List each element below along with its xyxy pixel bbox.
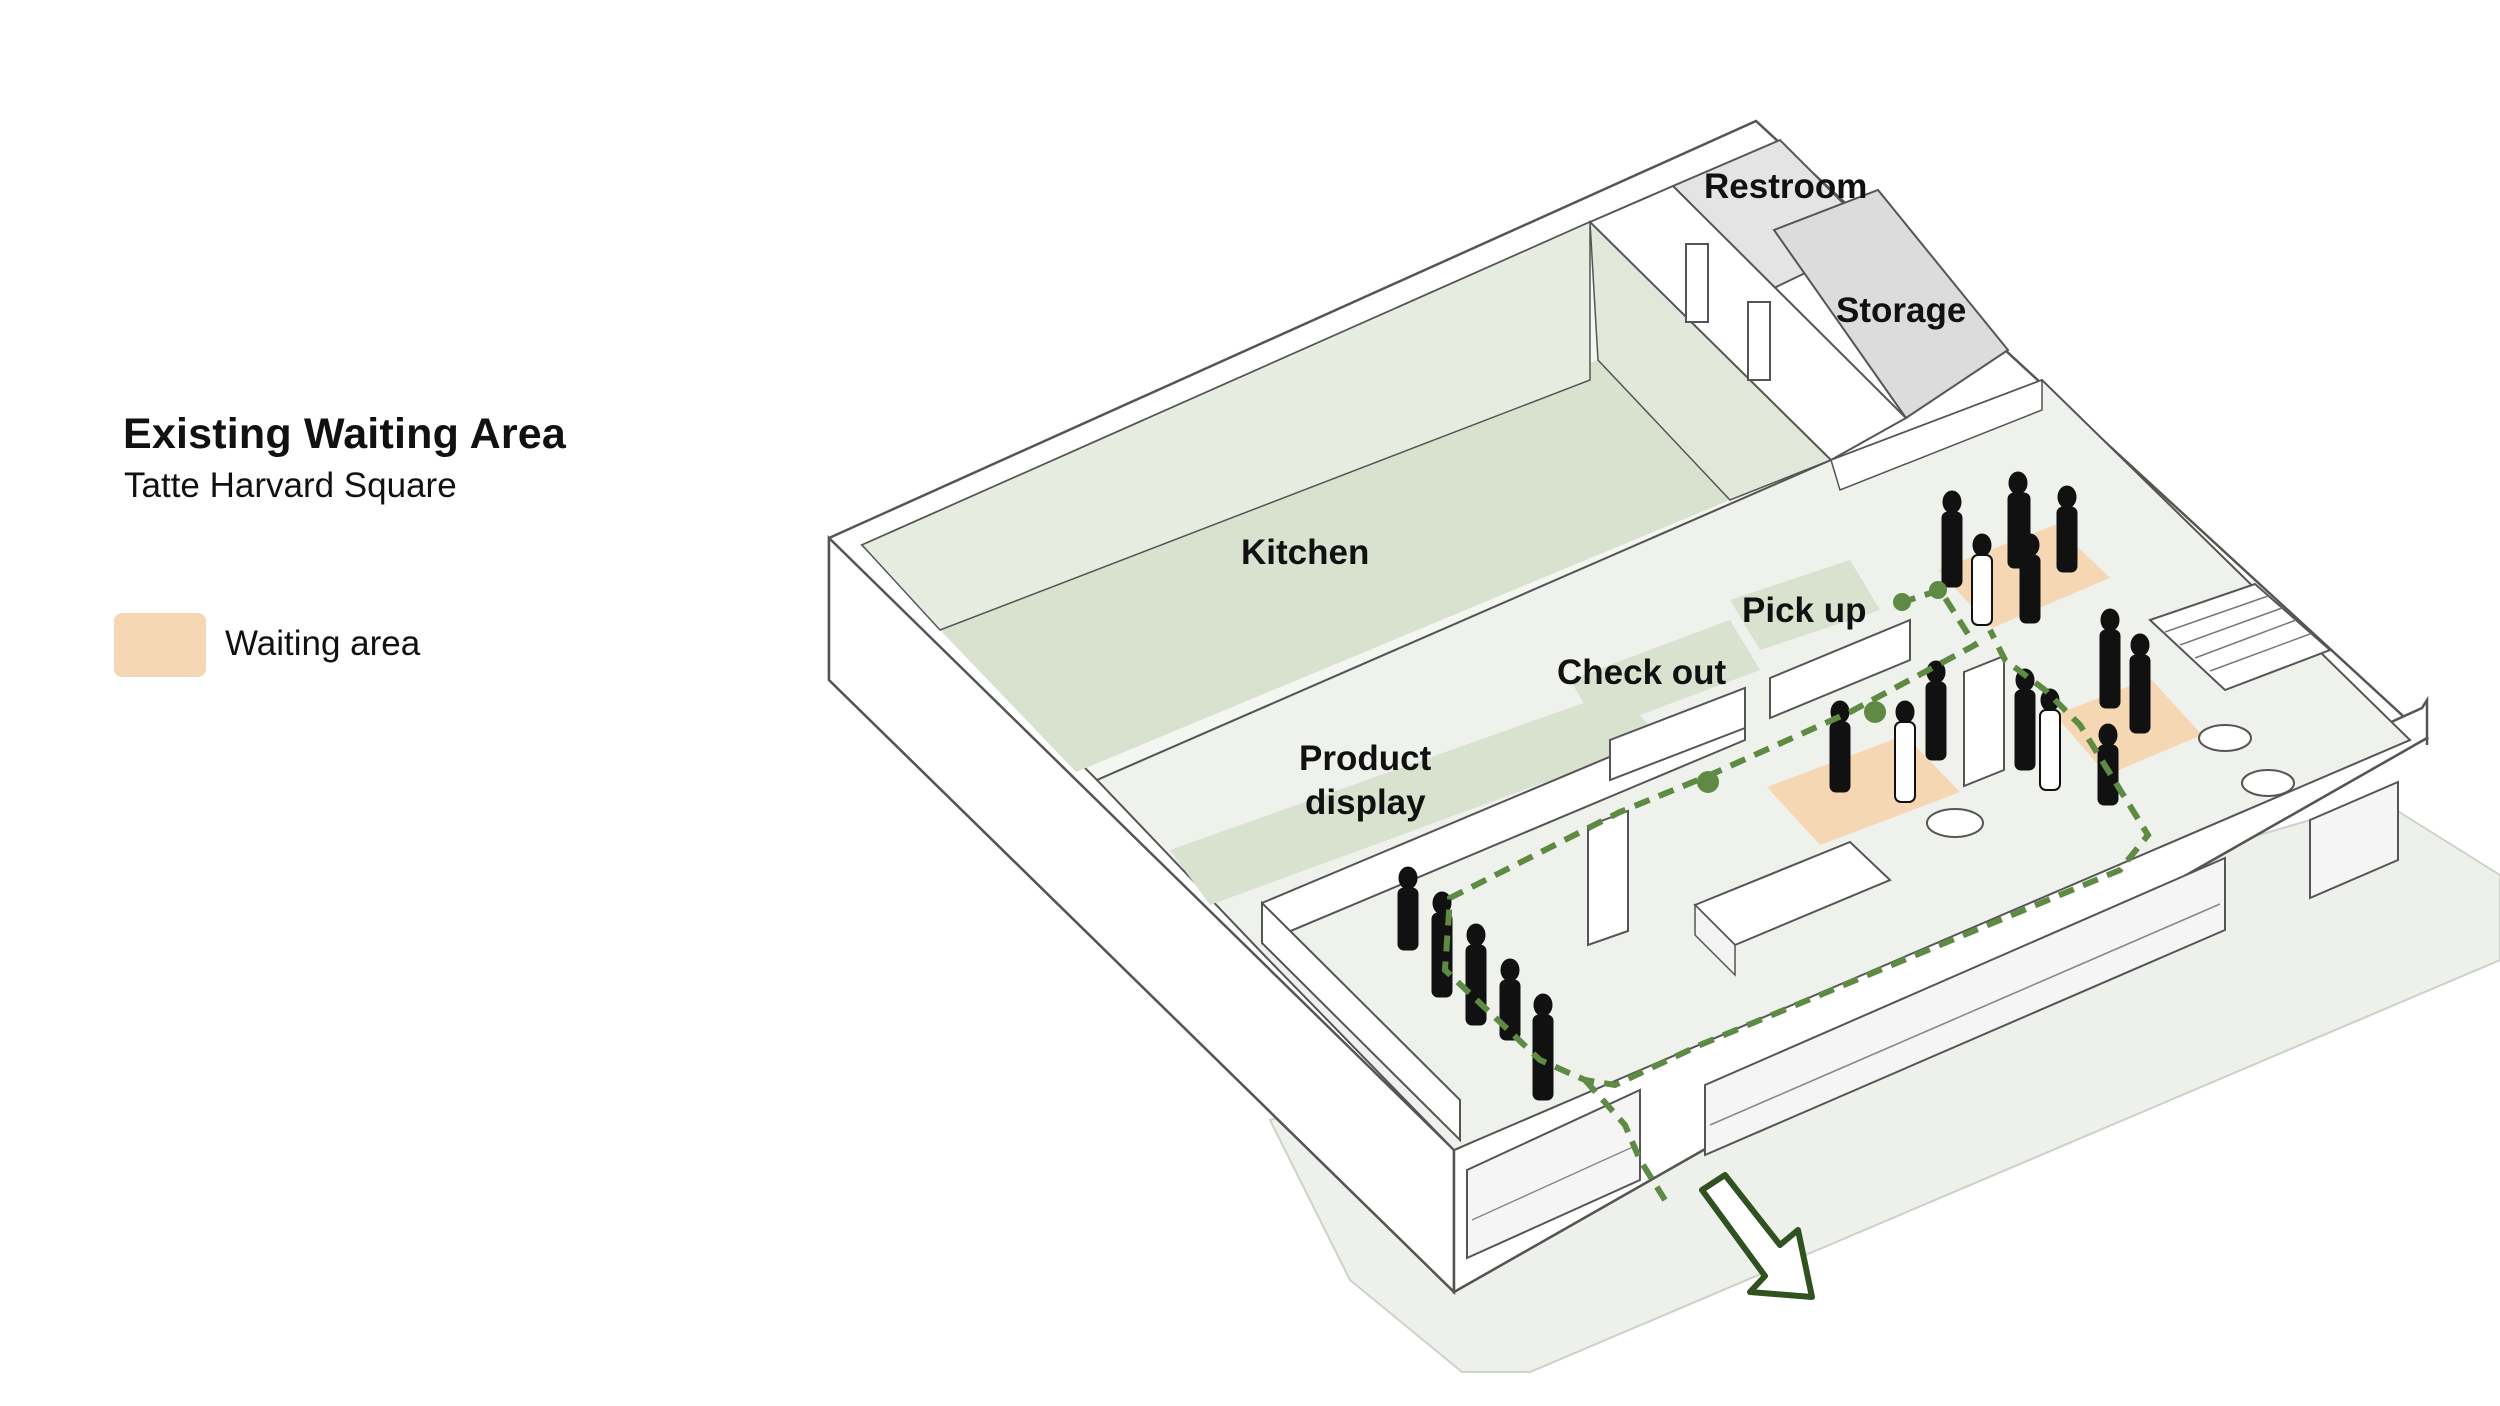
round-table-2 [2198,724,2252,752]
kitchen-zone [940,360,1730,772]
kitchen-wall-back [860,220,1591,631]
stairs [2148,582,2332,692]
people-waiting-middle [1829,660,1947,803]
label-product-line2: display [1305,783,1426,822]
exit-arrow-icon [1699,1172,1815,1300]
partition-wall [1830,378,2043,491]
window-shelf-pattern [1471,903,2221,1221]
people-waiting-upper [1941,471,2078,626]
storage-room [1772,188,2010,420]
checkout-zone [1570,620,1760,730]
customer-path [1441,586,2152,1089]
waiting-area-right [2055,678,2202,775]
product-display-zone [1170,690,1660,905]
label-product-line1: Product [1299,739,1432,778]
storage-door [1747,301,1771,381]
pickup-zone [1730,560,1880,650]
front-window-main [1704,856,2226,1157]
pickup-counter [1769,618,1911,720]
page-subtitle: Tatte Harvard Square [124,466,457,505]
product-display-counter-end [1261,900,1461,1143]
stair-treads [2164,595,2311,672]
round-table-3 [2241,769,2295,797]
communal-table-side [1694,903,1736,977]
restroom-door [1685,243,1709,323]
label-check-out: Check out [1557,653,1727,692]
label-pick-up: Pick up [1742,591,1866,630]
front-window-corner [2309,780,2399,900]
legend-swatch-waiting-area [114,613,206,677]
legend-label-waiting-area: Waiting area [225,624,421,663]
label-kitchen: Kitchen [1241,533,1369,572]
page-title: Existing Waiting Area [123,410,567,458]
label-storage: Storage [1836,291,1966,330]
checkout-counter [1609,686,1746,782]
column [1587,809,1629,947]
exit-path [1582,1078,1668,1202]
column-right [1963,654,2005,788]
round-table-1 [1926,808,1984,838]
path-nodes [1697,581,1947,793]
front-window-small [1466,1088,1641,1260]
label-restroom: Restroom [1704,167,1867,206]
